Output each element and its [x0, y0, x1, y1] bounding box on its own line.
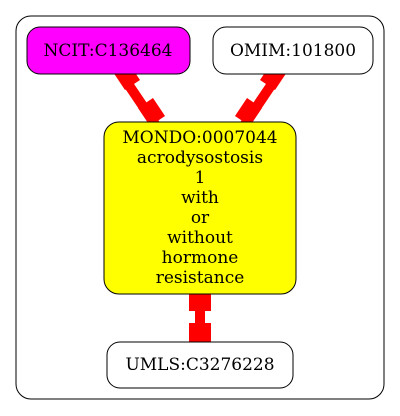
node-mondo-box [103, 121, 297, 295]
edge-mondo-to-umls [189, 289, 211, 345]
node-mondo-line-2: 1 [195, 168, 206, 188]
node-mondo-line-1: acrodysostosis [137, 148, 263, 168]
node-ncit-label: NCIT:C136464 [44, 41, 173, 61]
node-omim-box [212, 26, 374, 75]
node-mondo-line-4: or [191, 208, 210, 228]
node-mondo-line-0: MONDO:0007044 [122, 128, 277, 148]
cluster-frame [15, 15, 385, 400]
node-mondo-line-6: hormone [162, 248, 239, 268]
node-mondo-line-5: without [167, 228, 233, 248]
node-mondo-line-3: with [181, 188, 219, 208]
node-umls-box [106, 341, 294, 389]
node-umls[interactable]: UMLS:C3276228 [106, 341, 294, 389]
node-ncit-box [26, 26, 191, 75]
edges [113, 62, 287, 345]
node-omim[interactable]: OMIM:101800 [212, 26, 374, 75]
node-umls-label: UMLS:C3276228 [125, 355, 274, 375]
node-ncit[interactable]: NCIT:C136464 [26, 26, 191, 75]
node-mondo-line-7: resistance [156, 268, 245, 288]
node-mondo[interactable]: MONDO:0007044 acrodysostosis 1 with or w… [103, 121, 297, 295]
node-omim-label: OMIM:101800 [230, 41, 356, 61]
